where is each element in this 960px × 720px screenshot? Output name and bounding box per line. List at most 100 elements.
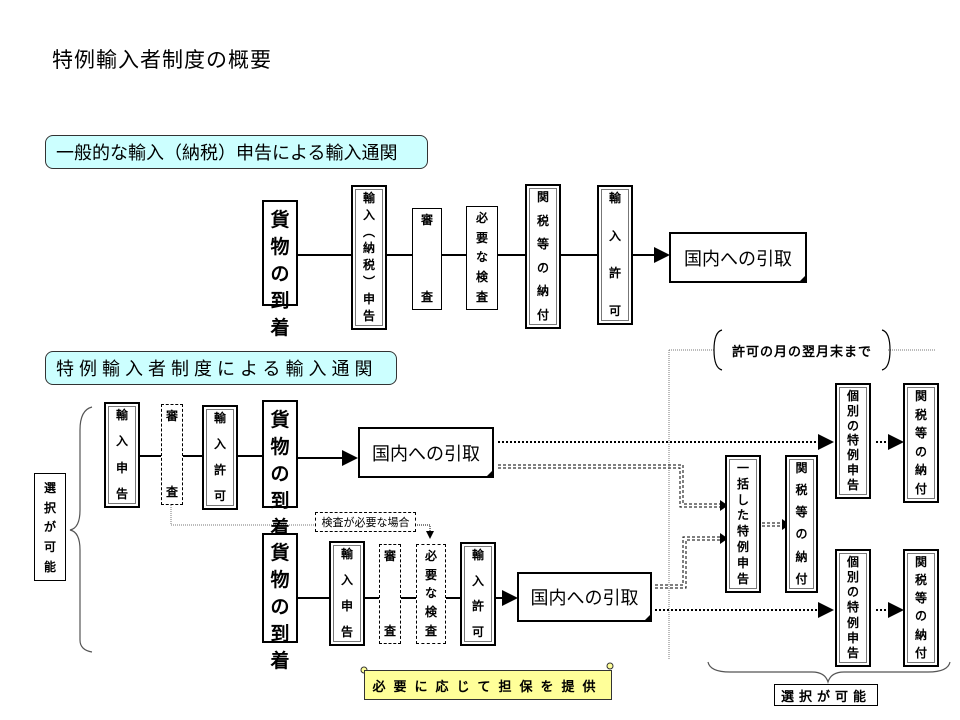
- flow-b-declaration-box: 輸入申告: [329, 541, 365, 646]
- box-char: 輸: [608, 191, 621, 205]
- inspection-arrow: [415, 524, 434, 539]
- duty-payment-box-2: 関税等の納付: [903, 549, 939, 667]
- box-char: の: [270, 596, 290, 618]
- box-char: 入: [213, 436, 226, 451]
- box-char: 例: [736, 540, 749, 555]
- box-char: 許: [608, 266, 621, 281]
- box-char: 必: [475, 211, 488, 225]
- box-char: 申: [736, 555, 749, 570]
- box-char: 査: [424, 623, 437, 638]
- box-char: 輸: [340, 547, 353, 561]
- box-char: 付: [914, 645, 927, 660]
- box-char: し: [736, 492, 749, 507]
- flow-b-arrival-box: 貨物の到着: [262, 533, 298, 672]
- box-char: 申: [846, 462, 859, 477]
- box-char: 等: [795, 505, 808, 520]
- box-char: 貨: [270, 209, 290, 231]
- box-char: 納: [914, 627, 927, 642]
- box-char: 可: [213, 488, 226, 503]
- box-char: 括: [736, 476, 749, 491]
- box-char: 特: [736, 524, 749, 539]
- inspection-required-note: 検査が必要な場合: [315, 512, 416, 532]
- box-char: 付: [536, 307, 549, 322]
- box-char: 付: [914, 481, 927, 496]
- choice-label-horizontal: 選択が可能: [774, 684, 878, 706]
- box-char: 個: [846, 389, 859, 403]
- box-char: 納: [536, 284, 549, 299]
- flow-a-release-box: 国内への引取: [358, 427, 494, 478]
- flow-b-examination-box: 審査: [379, 544, 401, 644]
- box-char: 入: [362, 207, 375, 222]
- box-char: 納: [914, 463, 927, 478]
- inspection-box: 必要な検査: [466, 206, 498, 310]
- box-char: 税: [914, 407, 927, 422]
- box-char: 入: [115, 434, 128, 449]
- box-char: 等: [536, 237, 549, 252]
- box-char: の: [536, 260, 549, 275]
- box-char: 税: [362, 258, 375, 273]
- box-char: 付: [795, 571, 808, 586]
- box-char: 入: [340, 572, 353, 587]
- box-char: 物: [270, 569, 290, 591]
- bulk-declaration-box: 一括した特例申告: [725, 455, 761, 593]
- box-char: 納: [795, 549, 808, 564]
- box-char: 貨: [270, 542, 290, 564]
- page-title: 特例輸入者制度の概要: [52, 48, 272, 72]
- box-char: 税: [795, 483, 808, 498]
- box-char: 特: [846, 600, 859, 615]
- left-brace: [69, 406, 93, 653]
- box-char: の: [846, 585, 859, 600]
- individual-declaration-box-1: 個別の特例申告: [835, 383, 871, 499]
- flow-a-declaration-box: 輸入申告: [104, 402, 140, 508]
- box-char: た: [736, 508, 749, 523]
- box-char: 物: [270, 436, 290, 458]
- box-char: な: [424, 586, 437, 601]
- box-char: 輸: [213, 411, 226, 425]
- box-char: 申: [340, 598, 353, 613]
- individual-declaration-box-2: 個別の特例申告: [835, 549, 871, 667]
- box-char: 告: [736, 571, 749, 586]
- box-char: の: [846, 418, 859, 433]
- box-char: 申: [846, 630, 859, 645]
- box-char: 入: [471, 573, 484, 588]
- box-char: 輸: [115, 408, 128, 422]
- box-char: 納: [362, 241, 375, 256]
- box-char: 関: [795, 461, 808, 475]
- box-char: 告: [115, 486, 128, 501]
- path-b-bulk: [655, 536, 720, 586]
- box-char: 到: [270, 623, 290, 645]
- box-char: 検: [424, 605, 437, 620]
- section-header-special: 特例輸入者制度による輸入通関: [45, 351, 397, 385]
- box-char: 例: [846, 448, 859, 463]
- flow-a-arrival-box: 貨物の到着: [262, 400, 298, 539]
- examination-box: 審査: [412, 208, 442, 310]
- box-char: の: [270, 463, 290, 485]
- box-char: 別: [846, 570, 859, 585]
- flow-a-permit-box: 輸入許可: [202, 405, 238, 510]
- box-char: 要: [424, 567, 437, 582]
- import-permit-box: 輸入許可: [597, 185, 633, 325]
- flow-b-release-box: 国内への引取: [517, 572, 652, 622]
- box-char: 貨: [270, 409, 290, 431]
- duty-payment-box: 関税等の納付: [525, 184, 561, 329]
- box-char: の: [795, 527, 808, 542]
- domestic-release-box: 国内への引取: [669, 232, 807, 283]
- security-note-scroll: 必要に応じて担保を提供: [364, 670, 612, 700]
- box-char: の: [270, 263, 290, 285]
- flow-b-inspection-box: 必要な検査: [416, 544, 446, 644]
- box-char: 査: [475, 289, 488, 304]
- box-char: 輸: [362, 191, 375, 205]
- box-char: 輸: [471, 548, 484, 562]
- duty-payment-box-1: 関税等の納付: [903, 383, 939, 503]
- box-char: 例: [846, 615, 859, 630]
- box-char: 審: [383, 549, 396, 563]
- box-char: 選: [43, 481, 56, 496]
- box-char: 等: [914, 426, 927, 441]
- box-char: 関: [536, 190, 549, 204]
- box-char: 等: [914, 591, 927, 606]
- bottom-brace: [707, 661, 951, 685]
- section-header-general: 一般的な輸入（納税）申告による輸入通関: [45, 135, 428, 169]
- box-char: 許: [471, 599, 484, 614]
- box-char: 特: [846, 433, 859, 448]
- box-char: 物: [270, 236, 290, 258]
